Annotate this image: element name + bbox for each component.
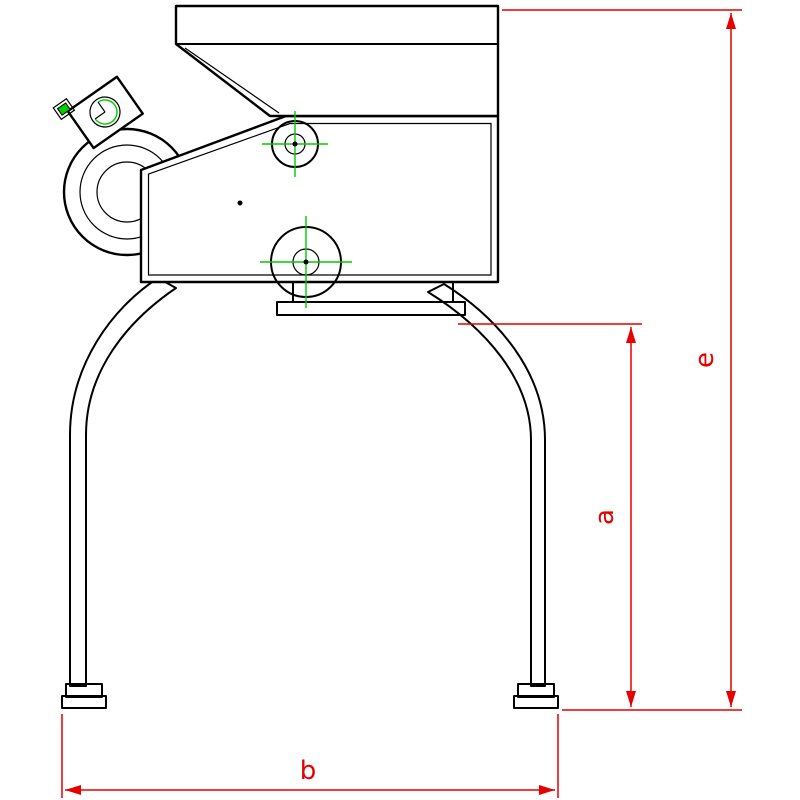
dimension-label-b: b (300, 756, 317, 786)
body-pivot-dot (237, 200, 243, 206)
left-foot-base (61, 695, 107, 709)
machine-body (139, 114, 500, 284)
pulley-large (260, 216, 352, 308)
left-foot (61, 683, 107, 709)
hopper-outline (174, 4, 500, 118)
control-box-indicator (56, 102, 71, 116)
right-leg (427, 283, 546, 687)
dimension-label-e: e (690, 352, 720, 368)
dial-wedge (94, 101, 106, 120)
dial-arc (94, 99, 118, 125)
base-plate (276, 301, 466, 316)
control-box-tab (52, 97, 76, 121)
dimension-label-a: a (590, 509, 620, 525)
left-leg (69, 277, 177, 687)
machine-body-inner-line (147, 122, 492, 276)
pulley-small-axle-dot (292, 141, 298, 147)
control-box-dial (89, 96, 121, 128)
pulley-small (262, 111, 328, 177)
hopper-inner-wall-line (184, 47, 280, 114)
hopper (174, 4, 500, 118)
control-box (52, 75, 144, 150)
right-foot-base (513, 695, 559, 709)
pulley-large-axle-dot (303, 259, 309, 265)
dimensioning: e a b (61, 9, 742, 798)
right-foot (513, 683, 559, 709)
